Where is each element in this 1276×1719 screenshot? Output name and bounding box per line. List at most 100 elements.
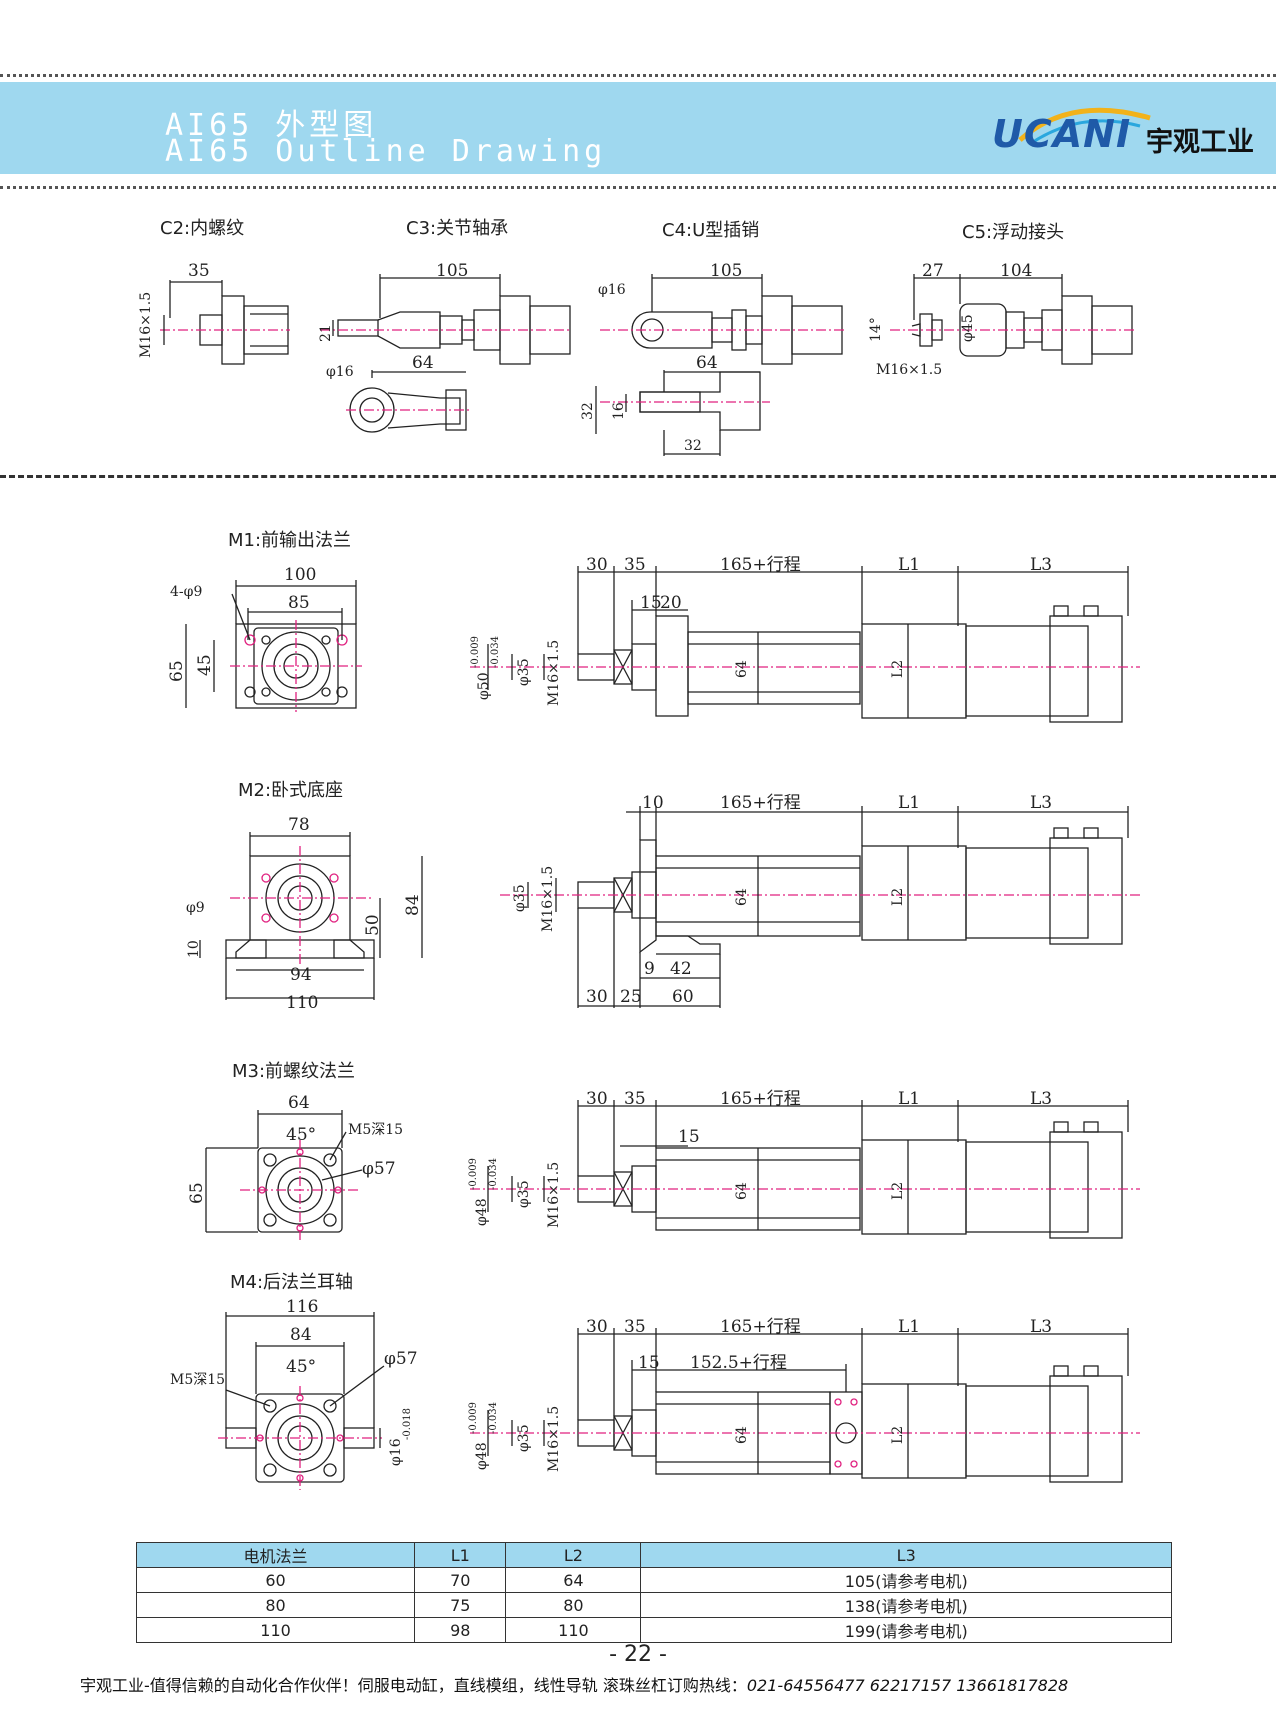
m4-side-dim-stroke2: 152.5+行程 [690,1353,787,1373]
table-cell: 80 [135,1592,416,1618]
brand-name: UCANI [992,112,1132,156]
m2-dim-94: 94 [290,965,312,985]
section-label-c4: C4:U型插销 [662,220,760,241]
m4-dim-phi16: φ16 [388,1438,404,1466]
m1-side-dim-15: 15 [640,593,662,613]
m4-side-dim-l3: L3 [1030,1317,1052,1337]
m1-dim-65: 65 [167,660,187,682]
m3-side-dim-thread: M16×1.5 [546,1162,562,1228]
m2-dim-84: 84 [403,894,423,916]
m3-dim-65: 65 [187,1182,207,1204]
m4-side-dim-15: 15 [638,1353,660,1373]
m4-dim-45: 45° [286,1357,316,1377]
table-row: 60 70 64 105(请参考电机) [135,1567,1172,1593]
section-label-m4: M4:后法兰耳轴 [230,1272,354,1293]
section-label-m3: M3:前螺纹法兰 [232,1061,356,1082]
table-header-l1: L1 [414,1542,507,1568]
drawing-m1-side: 30 35 165+行程 L1 L3 15 20 φ50 -0.009 -0.0… [470,555,1140,723]
table-cell: 70 [414,1567,507,1593]
table-cell: 60 [135,1567,416,1593]
m3-dim-m5: M5深15 [348,1122,403,1138]
m2-side-dim-25: 25 [620,987,642,1007]
m4-side-dim-phi48: φ48 [474,1442,490,1470]
table-header-row: 电机法兰 L1 L2 L3 [135,1542,1172,1568]
table-cell: 98 [414,1617,507,1643]
m1-side-tol-b: -0.034 [490,636,501,668]
m2-side-dim-l2: L2 [890,888,906,906]
m3-side-dim-64: 64 [734,1182,750,1200]
m2-dim-phi9: φ9 [186,900,205,916]
section-label-m1: M1:前输出法兰 [228,530,352,551]
m4-dim-116: 116 [286,1297,318,1317]
drawing-m3-front: 64 45° M5深15 φ57 65 [187,1093,403,1240]
m3-side-dim-phi48: φ48 [474,1198,490,1226]
m2-side-dim-42: 42 [670,959,692,979]
drawing-c5: 27 104 14° φ45 M16×1.5 [868,261,1135,378]
m1-side-dim-phi50: φ50 [476,672,492,700]
m3-side-dim-l2: L2 [890,1182,906,1200]
section-label-c3: C3:关节轴承 [406,218,509,239]
m1-dim-85: 85 [288,593,310,613]
m3-dim-64: 64 [288,1093,310,1113]
drawing-m4-side: 30 35 165+行程 L1 L3 15 152.5+行程 φ48 -0.00… [468,1317,1140,1483]
m4-side-tol-a: -0.009 [468,1402,479,1434]
c2-dim-35: 35 [188,261,210,281]
m4-side-dim-l2: L2 [890,1426,906,1444]
table-cell: 80 [505,1592,642,1618]
m2-dim-78: 78 [288,815,310,835]
c4-dim-64: 64 [696,353,718,373]
m3-side-dim-phi35: φ35 [516,1180,532,1208]
table-cell: 110 [135,1617,416,1643]
c5-dim-104: 104 [1000,261,1032,281]
m1-dim-45: 45 [195,654,215,676]
top-dotted-rule [0,74,1276,77]
c2-dim-thread: M16×1.5 [138,292,154,358]
c3-dim-phi16: φ16 [326,364,354,380]
m1-side-dim-30: 30 [586,555,608,575]
m1-side-dim-l3: L3 [1030,555,1052,575]
drawing-m4-front: 116 84 φ57 M5深15 45° φ16 -0.018 [170,1297,418,1490]
m1-dim-holes: 4-φ9 [170,584,202,600]
m1-side-dim-64: 64 [734,660,750,678]
table-header-l2: L2 [505,1542,642,1568]
drawing-c4: 105 φ16 64 32 16 32 [580,261,845,456]
c5-dim-27: 27 [922,261,944,281]
table-row: 110 98 110 199(请参考电机) [135,1617,1172,1643]
title-cn: AI65 外型图 [165,108,378,143]
drawing-m2-front: 78 φ9 50 84 10 94 110 [186,815,423,1013]
m1-side-dim-35: 35 [624,555,646,575]
c3-dim-105: 105 [436,261,468,281]
table-cell: 199(请参考电机) [640,1617,1172,1643]
drawing-c3: 105 21 64 φ16 [318,261,572,433]
table-header-flange: 电机法兰 [135,1542,416,1568]
table-cell: 105(请参考电机) [640,1567,1172,1593]
section-label-m2: M2:卧式底座 [238,780,344,801]
title-en: AI65 Outline Drawing [165,134,607,169]
m3-side-dim-l3: L3 [1030,1089,1052,1109]
footer-hotline: 021-64556477 62217157 13661817828 [746,1676,1069,1695]
m2-dim-10: 10 [186,940,202,958]
c5-dim-phi45: φ45 [960,314,976,342]
m3-side-tol-b: -0.034 [488,1158,499,1190]
m3-side-tol-a: -0.009 [468,1158,479,1190]
m2-side-dim-l3: L3 [1030,793,1052,813]
m3-dim-45: 45° [286,1125,316,1145]
drawing-m3-side: 30 35 165+行程 L1 L3 15 φ48 -0.009 -0.034 … [468,1089,1140,1239]
m4-dim-84: 84 [290,1325,312,1345]
c4-dim-32a: 32 [580,402,596,420]
m3-side-dim-stroke: 165+行程 [720,1089,801,1109]
brand-logo-swoosh-icon [1018,107,1151,146]
m4-dim-tol: -0.018 [402,1408,413,1440]
table-row: 80 75 80 138(请参考电机) [135,1592,1172,1618]
m3-dim-phi57: φ57 [362,1159,396,1179]
m2-dim-50: 50 [363,914,383,936]
m4-side-dim-stroke: 165+行程 [720,1317,801,1337]
m1-side-dim-phi35: φ35 [516,658,532,686]
m2-dim-110: 110 [286,993,318,1013]
table-header-l3: L3 [640,1542,1172,1568]
section-label-c5: C5:浮动接头 [962,222,1065,243]
m4-side-tol-b: -0.034 [488,1402,499,1434]
m2-side-dim-phi35: φ35 [512,884,528,912]
c3-dim-21: 21 [318,324,334,342]
m4-side-dim-phi35: φ35 [516,1424,532,1452]
